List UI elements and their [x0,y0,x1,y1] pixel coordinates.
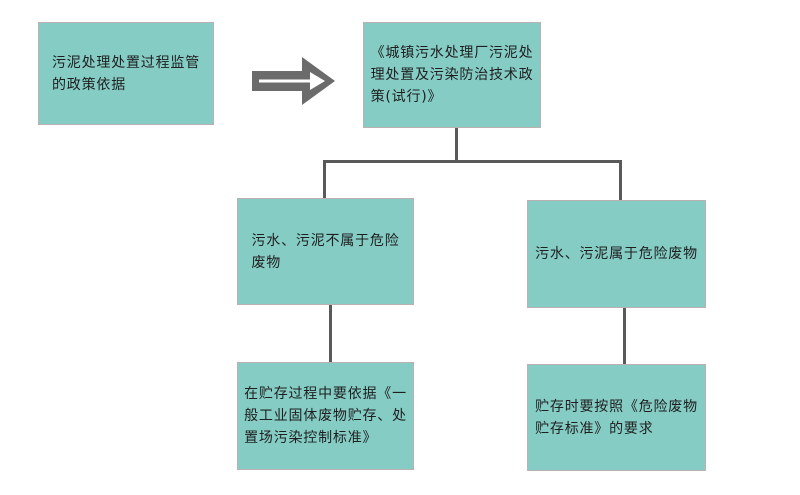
node-hazardous-label: 污水、污泥属于危险废物 [535,246,698,262]
connector-horizontal-branch [323,160,622,163]
node-policy-doc-label: 《城镇污水处理厂污泥处 理处置及污染防治技术政 策(试行)》 [370,45,534,105]
connector-left-drop [323,160,326,200]
node-non-hazardous-label: 污水、污泥不属于危险 废物 [251,232,400,271]
connector-top-vertical [455,128,458,163]
node-general-standard: 在贮存过程中要依据《一 般工业固体废物贮存、处 置场污染控制标准》 [237,362,414,470]
connector-right-lower [623,308,626,365]
connector-left-lower [329,305,332,363]
node-hazardous: 污水、污泥属于危险废物 [527,200,706,308]
node-policy-doc: 《城镇污水处理厂污泥处 理处置及污染防治技术政 策(试行)》 [363,22,541,128]
node-hazardous-standard: 贮存时要按照《危险废物 贮存标准》的要求 [527,364,706,471]
node-non-hazardous: 污水、污泥不属于危险 废物 [237,198,414,305]
node-general-standard-label: 在贮存过程中要依据《一 般工业固体废物贮存、处 置场污染控制标准》 [244,386,407,446]
node-policy-basis: 污泥处理处置过程监管 的政策依据 [38,22,214,125]
node-hazardous-standard-label: 贮存时要按照《危险废物 贮存标准》的要求 [535,398,698,437]
node-policy-basis-label: 污泥处理处置过程监管 的政策依据 [52,54,200,93]
right-arrow-icon [252,57,335,105]
connector-right-drop [619,160,622,202]
